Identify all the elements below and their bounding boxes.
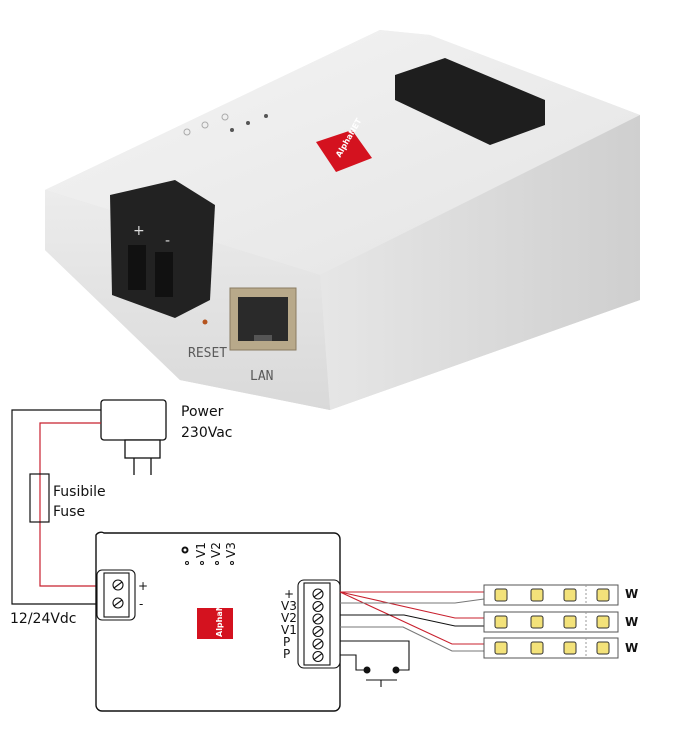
status-leds xyxy=(183,113,268,136)
output-pin-labels: + V3 V2 V1 P P xyxy=(281,587,297,661)
led-chip-icon xyxy=(596,615,610,629)
terminal-screw-icon xyxy=(312,625,324,638)
led-strip xyxy=(483,637,619,659)
strip-3-label: W xyxy=(625,641,638,655)
power-label: Power xyxy=(181,404,224,420)
led-v1-label: V1 xyxy=(194,542,208,558)
led-chip-icon xyxy=(596,588,610,602)
led-chip-icon xyxy=(494,588,508,602)
module-leds xyxy=(181,546,234,565)
module-logo-text: AlphaNET xyxy=(215,593,224,637)
strip-1-label: W xyxy=(625,587,638,601)
pin-p1-label: P xyxy=(283,635,290,649)
terminal-screw-icon xyxy=(312,588,324,600)
led-chip-icon xyxy=(563,641,577,655)
led-chip-icon xyxy=(494,641,508,655)
lan-label: LAN xyxy=(250,369,273,384)
lan-port[interactable] xyxy=(229,287,297,351)
led-chip-icon xyxy=(530,615,544,629)
positive-wire xyxy=(39,422,101,587)
reset-label: RESET xyxy=(188,346,227,361)
pin-v3-label: V3 xyxy=(281,599,297,613)
supply-voltage-label: 12/24Vdc xyxy=(10,611,77,627)
led-v2-label: V2 xyxy=(209,542,223,558)
wiring-diagram: Power 230Vac Fusibile Fuse 12/24Vdc + - … xyxy=(10,399,638,712)
strip-2-label: W xyxy=(625,615,638,629)
photo-plus-label: + xyxy=(133,223,145,239)
output-wires xyxy=(339,591,485,687)
reset-button[interactable] xyxy=(202,319,208,325)
led-chip-icon xyxy=(563,588,577,602)
led-chip-icon xyxy=(530,641,544,655)
led-strip xyxy=(483,584,619,606)
pin-p2-label: P xyxy=(283,647,290,661)
output-terminal xyxy=(297,579,341,669)
fuse-icon xyxy=(29,473,50,523)
input-minus-label: - xyxy=(139,597,143,611)
power-supply-icon xyxy=(100,399,167,475)
input-plus-label: + xyxy=(138,579,148,593)
terminal-screw-icon xyxy=(312,613,324,625)
led-v3-label: V3 xyxy=(224,542,238,558)
module-logo xyxy=(197,608,233,639)
led-chip-icon xyxy=(596,641,610,655)
photo-minus-label: - xyxy=(165,233,170,249)
input-terminal-block: + - xyxy=(110,180,215,318)
terminal-screw-icon xyxy=(312,600,324,613)
negative-wire xyxy=(11,409,101,605)
output-terminal-block xyxy=(395,58,545,145)
led-chip-icon xyxy=(530,588,544,602)
led-chip-icon xyxy=(563,615,577,629)
pin-plus-label: + xyxy=(284,587,294,601)
terminal-screw-icon xyxy=(312,650,324,663)
fuse-label-en: Fuse xyxy=(53,504,85,520)
fuse-label: Fusibile xyxy=(53,484,106,500)
led-strips xyxy=(483,584,619,659)
led-strip xyxy=(483,611,619,633)
pin-v1-label: V1 xyxy=(281,623,297,637)
led-chip-icon xyxy=(494,615,508,629)
device-photo: + - AlphaNET RESET LAN xyxy=(45,30,640,410)
pin-v2-label: V2 xyxy=(281,611,297,625)
input-terminal xyxy=(96,569,136,621)
terminal-screw-icon xyxy=(312,638,324,650)
power-voltage-label: 230Vac xyxy=(181,425,233,441)
